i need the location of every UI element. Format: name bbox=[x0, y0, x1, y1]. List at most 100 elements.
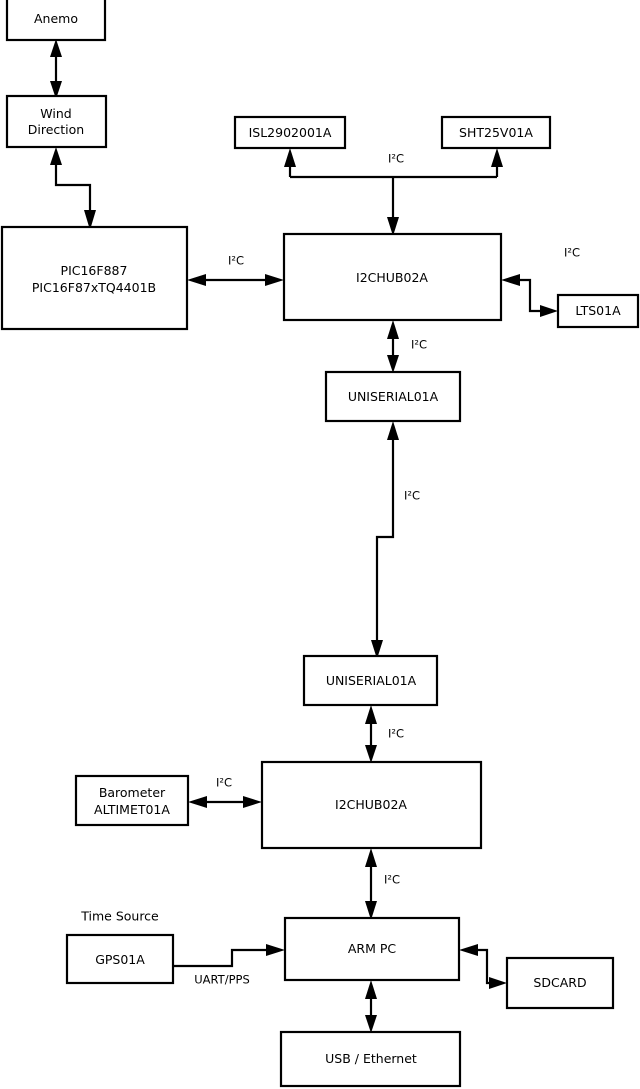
node-anemo[interactable]: Anemo bbox=[5, 0, 107, 42]
edge-layer: I²C I²C I²C bbox=[50, 39, 580, 1033]
arrow-head-up-isl bbox=[284, 148, 296, 167]
edge-uniserialup-dn: I²C bbox=[371, 421, 420, 659]
arrow-head-up-hubtop bbox=[387, 320, 399, 339]
node-box-arm-pc[interactable] bbox=[283, 916, 461, 982]
edge-label-uniserialdn-hubbottom: I²C bbox=[388, 727, 404, 741]
edge-label-hubtop-isl-sht: I²C bbox=[388, 152, 404, 166]
arrow-head-up-uniserialdn bbox=[365, 705, 377, 724]
node-label-sdcard: SDCARD bbox=[533, 975, 586, 990]
arrow-head-left-hubtop bbox=[501, 274, 520, 286]
node-box-lts[interactable] bbox=[556, 293, 640, 329]
free-label-layer: Time Source bbox=[80, 909, 159, 924]
node-box-barometer[interactable] bbox=[74, 774, 190, 827]
edge-line-uniserialup-dn bbox=[375, 434, 395, 646]
node-box-sdcard[interactable] bbox=[505, 956, 615, 1010]
arrow-head-up-wind bbox=[50, 147, 62, 165]
edge-label-gps-armpc: UART/PPS bbox=[194, 973, 250, 987]
node-box-uniserial-lower[interactable] bbox=[302, 654, 439, 707]
arrow-head-left-pic bbox=[187, 274, 206, 286]
arrow-head-down-armpc bbox=[365, 901, 377, 920]
node-uniserial-upper[interactable]: UNISERIAL01A bbox=[324, 370, 462, 423]
node-hub-top[interactable]: I2CHUB02A bbox=[282, 232, 503, 322]
arrow-head-down-uniserialdn bbox=[371, 640, 383, 659]
arrow-head-up-sht bbox=[491, 148, 503, 167]
arrow-head-up-hubbottom bbox=[365, 848, 377, 867]
arrow-head-left-barometer bbox=[188, 796, 207, 808]
node-box-wind-direction[interactable] bbox=[5, 94, 108, 149]
node-label-gps: GPS01A bbox=[95, 952, 145, 967]
node-usb-ethernet[interactable]: USB / Ethernet bbox=[279, 1030, 462, 1088]
edge-hubbottom-armpc: I²C bbox=[365, 848, 400, 920]
node-lts[interactable]: LTS01A bbox=[556, 293, 640, 329]
node-box-hub-bottom[interactable] bbox=[260, 760, 483, 850]
node-arm-pc[interactable]: ARM PC bbox=[283, 916, 461, 982]
arrow-head-left-armpc bbox=[459, 944, 478, 956]
edge-armpc-usbeth bbox=[365, 980, 377, 1033]
edge-hubtop-uniserialup: I²C bbox=[387, 320, 427, 373]
node-sdcard[interactable]: SDCARD bbox=[505, 956, 615, 1010]
node-label-hub-top: I2CHUB02A bbox=[356, 270, 428, 285]
edge-label-uniserialup-dn: I²C bbox=[404, 489, 420, 503]
edge-hubtop-lts: I²C bbox=[501, 246, 580, 317]
node-isl[interactable]: ISL2902001A bbox=[233, 115, 347, 150]
arrow-head-right-lts bbox=[540, 305, 558, 317]
node-label-hub-bottom: I2CHUB02A bbox=[335, 797, 407, 812]
node-box-uniserial-upper[interactable] bbox=[324, 370, 462, 423]
edge-anemo-wind bbox=[50, 39, 62, 99]
arrow-head-right-hubtop bbox=[265, 274, 284, 286]
edge-wind-pic bbox=[50, 147, 96, 230]
edge-label-hubtop-lts: I²C bbox=[564, 246, 580, 260]
node-label-uniserial-upper: UNISERIAL01A bbox=[348, 389, 439, 404]
arrow-head-up-uniserialup bbox=[387, 421, 399, 440]
node-sht[interactable]: SHT25V01A bbox=[440, 115, 552, 150]
node-box-pic[interactable] bbox=[0, 225, 189, 331]
node-label-lts: LTS01A bbox=[575, 303, 621, 318]
node-box-isl[interactable] bbox=[233, 115, 347, 150]
node-label-usb-ethernet: USB / Ethernet bbox=[325, 1051, 417, 1066]
label-time-source: Time Source bbox=[80, 909, 159, 924]
edge-armpc-sdcard bbox=[459, 944, 507, 989]
edge-label-hubtop-uniserialup: I²C bbox=[411, 338, 427, 352]
node-label-anemo: Anemo bbox=[34, 11, 78, 26]
arrow-head-down-pic bbox=[84, 210, 96, 230]
node-hub-bottom[interactable]: I2CHUB02A bbox=[260, 760, 483, 850]
arrow-head-right-sdcard bbox=[489, 977, 507, 989]
node-uniserial-lower[interactable]: UNISERIAL01A bbox=[302, 654, 439, 707]
edge-line-hubtop-lts bbox=[515, 278, 546, 313]
node-label-isl: ISL2902001A bbox=[249, 125, 332, 140]
edge-uniserialdn-hubbottom: I²C bbox=[365, 705, 404, 763]
arrow-head-down-uniserialup bbox=[387, 355, 399, 373]
arrow-head-right-armpc bbox=[266, 944, 285, 956]
node-label-sht: SHT25V01A bbox=[459, 125, 533, 140]
edge-line-gps-armpc bbox=[173, 948, 272, 968]
arrow-head-down-hubbottom bbox=[365, 745, 377, 763]
arrow-head-down-wind bbox=[50, 81, 62, 99]
arrow-head-down-usbeth bbox=[365, 1015, 377, 1033]
node-label-uniserial-lower: UNISERIAL01A bbox=[326, 673, 417, 688]
arrow-head-right-hubbottom bbox=[243, 796, 262, 808]
edge-barometer-hubbottom: I²C bbox=[188, 776, 262, 808]
arrow-head-up-armpc bbox=[365, 980, 377, 999]
node-box-gps[interactable] bbox=[65, 933, 175, 985]
edge-hubtop-isl-sht: I²C bbox=[284, 148, 503, 236]
node-box-sht[interactable] bbox=[440, 115, 552, 150]
node-box-anemo[interactable] bbox=[5, 0, 107, 42]
node-label-arm-pc: ARM PC bbox=[348, 941, 397, 956]
edge-gps-armpc: UART/PPS bbox=[173, 944, 285, 987]
node-gps[interactable]: GPS01A bbox=[65, 933, 175, 985]
node-box-hub-top[interactable] bbox=[282, 232, 503, 322]
edge-line-wind-pic bbox=[54, 160, 92, 215]
edge-label-barometer-hubbottom: I²C bbox=[216, 776, 232, 790]
arrow-head-up-anemo bbox=[50, 39, 62, 57]
node-box-usb-ethernet[interactable] bbox=[279, 1030, 462, 1088]
edge-label-hubbottom-armpc: I²C bbox=[384, 873, 400, 887]
